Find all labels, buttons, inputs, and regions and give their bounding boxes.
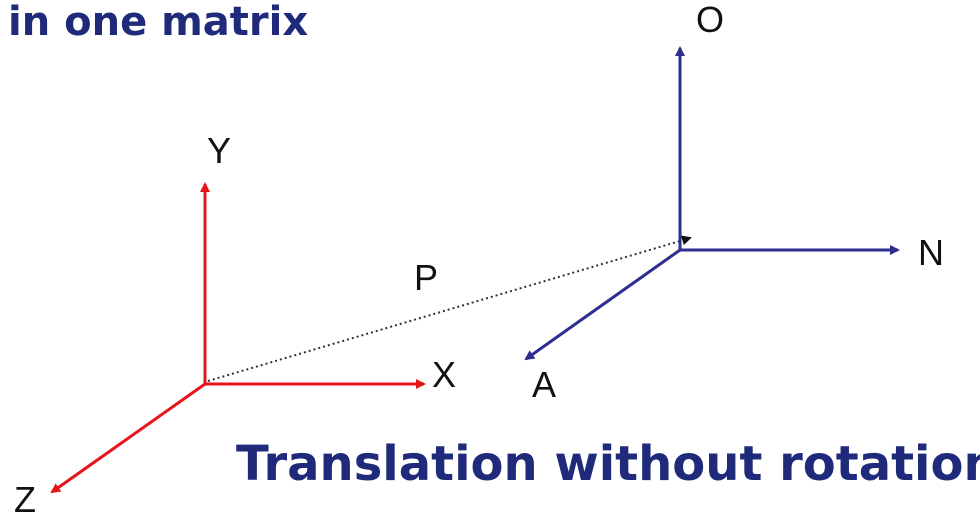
- vector-p-label: P: [414, 257, 438, 298]
- translated-frame: O N A: [524, 0, 944, 405]
- o-axis-label: O: [696, 0, 724, 40]
- top-heading: in one matrix: [8, 0, 309, 45]
- reference-frame: Y X Z: [14, 130, 456, 520]
- bottom-heading: Translation without rotation: [236, 436, 980, 492]
- position-vector: P: [207, 235, 692, 382]
- y-axis-label: Y: [207, 130, 231, 171]
- n-axis-label: N: [918, 232, 944, 273]
- a-axis-arrow: [524, 248, 681, 361]
- z-axis-label: Z: [14, 479, 36, 520]
- z-axis-arrow: [50, 382, 206, 494]
- x-axis-label: X: [432, 354, 456, 395]
- vector-p-line: [207, 235, 692, 382]
- a-axis-label: A: [532, 364, 556, 405]
